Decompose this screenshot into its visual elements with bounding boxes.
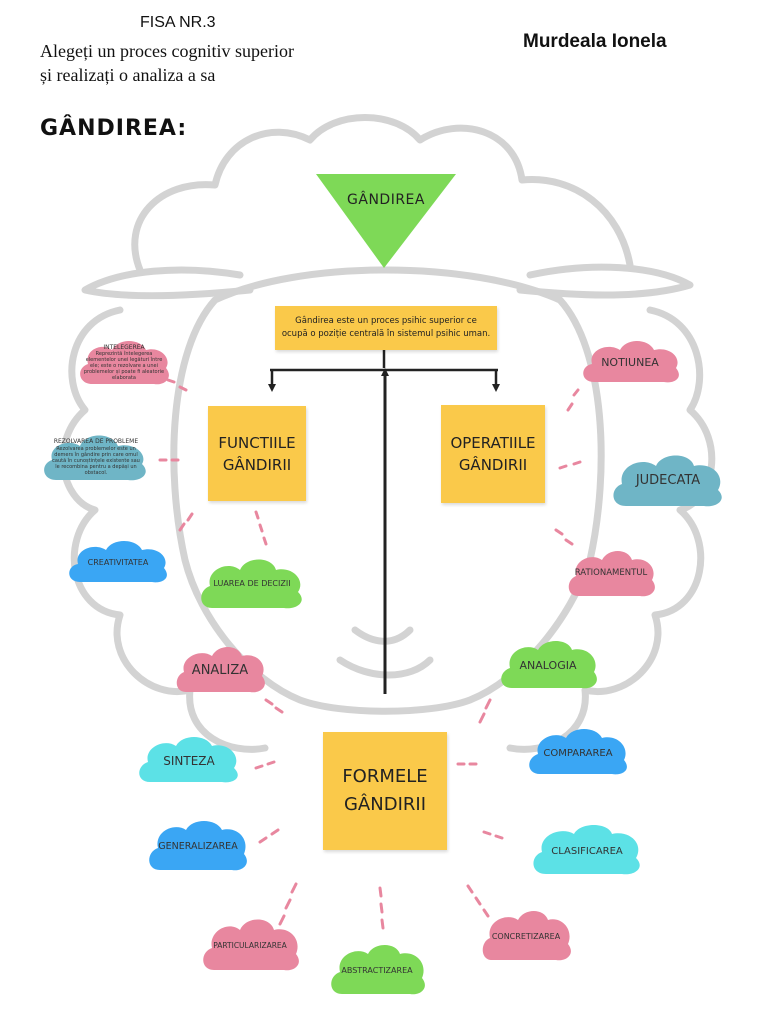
cloud-rezolvarea-de-probleme: REZOLVAREA DE PROBLEME Rezolvarea proble… [40,428,152,486]
cloud-clasificarea: CLASIFICAREA [528,822,646,880]
cloud-judecata: JUDECATA [608,448,728,512]
operations-box: OPERATIILE GÂNDIRII [441,405,545,503]
cloud-concretizarea: CONCRETIZAREA [478,906,574,966]
definition-box: Gândirea este un proces psihic superior … [275,306,497,350]
functions-box: FUNCTIILE GÂNDIRII [208,406,306,501]
cloud-creativitatea: CREATIVITATEA [64,536,172,588]
diagram-title: GÂNDIREA [347,192,425,208]
rezolvare-text: Rezolvarea problemelor este un demers în… [52,446,140,476]
task-line-1: Alegeți un proces cognitiv superior [40,41,294,61]
cloud-analogia: ANALOGIA [496,636,600,694]
compararea-label: COMPARAREA [543,747,613,759]
cloud-luarea-de-decizii: LUAREA DE DECIZII [196,552,308,614]
cloud-generalizarea: GENERALIZAREA [144,816,252,876]
functions-box-line-1: FUNCTIILE [218,433,296,452]
author-name: Murdeala Ionela [523,31,667,52]
operations-box-line-2: GÂNDIRII [458,456,528,474]
cloud-sinteza: SINTEZA [134,734,244,788]
operations-box-line-1: OPERATIILE [450,434,536,452]
generalizarea-label: GENERALIZAREA [158,840,238,852]
cloud-rationamentul: RATIONAMENTUL [564,544,658,602]
judecata-label: JUDECATA [635,472,701,488]
functions-box-line-2: GÂNDIRII [222,455,292,474]
creativitatea-label: CREATIVITATEA [87,557,149,567]
worksheet-number: FISA NR.3 [140,14,216,31]
task-line-2: și realizați o analiza a sa [40,65,216,85]
concretizarea-label: CONCRETIZAREA [491,931,561,941]
forms-box: FORMELE GÂNDIRII [323,732,447,850]
definition-text: Gândirea este un proces psihic superior … [281,316,491,339]
intelegerea-text: Reprezintă întelegerea elementelor unei … [83,350,165,381]
notiunea-label: NOTIUNEA [601,355,659,369]
rezolvare-title: REZOLVAREA DE PROBLEME [53,438,139,445]
sinteza-label: SINTEZA [163,754,215,768]
forms-box-line-1: FORMELE [342,766,428,787]
intelegerea-title: INTELEGEREA [103,343,145,351]
forms-box-line-2: GÂNDIRII [343,794,427,815]
cloud-analiza: ANALIZA [172,642,268,698]
analiza-label: ANALIZA [191,662,249,678]
abstractizarea-label: ABSTRACTIZAREA [341,965,413,975]
cloud-particularizarea: PARTICULARIZAREA [198,914,302,976]
cloud-abstractizarea: ABSTRACTIZAREA [326,940,428,1000]
cloud-notiunea: NOTIUNEA [578,336,682,388]
rationamentul-label: RATIONAMENTUL [574,568,648,578]
page-heading: GÂNDIREA: [40,116,188,141]
particularizarea-label: PARTICULARIZAREA [213,940,287,950]
cloud-intelegerea: INTELEGEREA Reprezintă întelegerea eleme… [74,334,174,390]
cloud-compararea: COMPARAREA [524,726,632,780]
luarea-deciziei-label: LUAREA DE DECIZII [213,578,291,588]
title-triangle [316,174,456,268]
clasificarea-label: CLASIFICAREA [551,845,623,857]
analogia-label: ANALOGIA [519,658,577,672]
